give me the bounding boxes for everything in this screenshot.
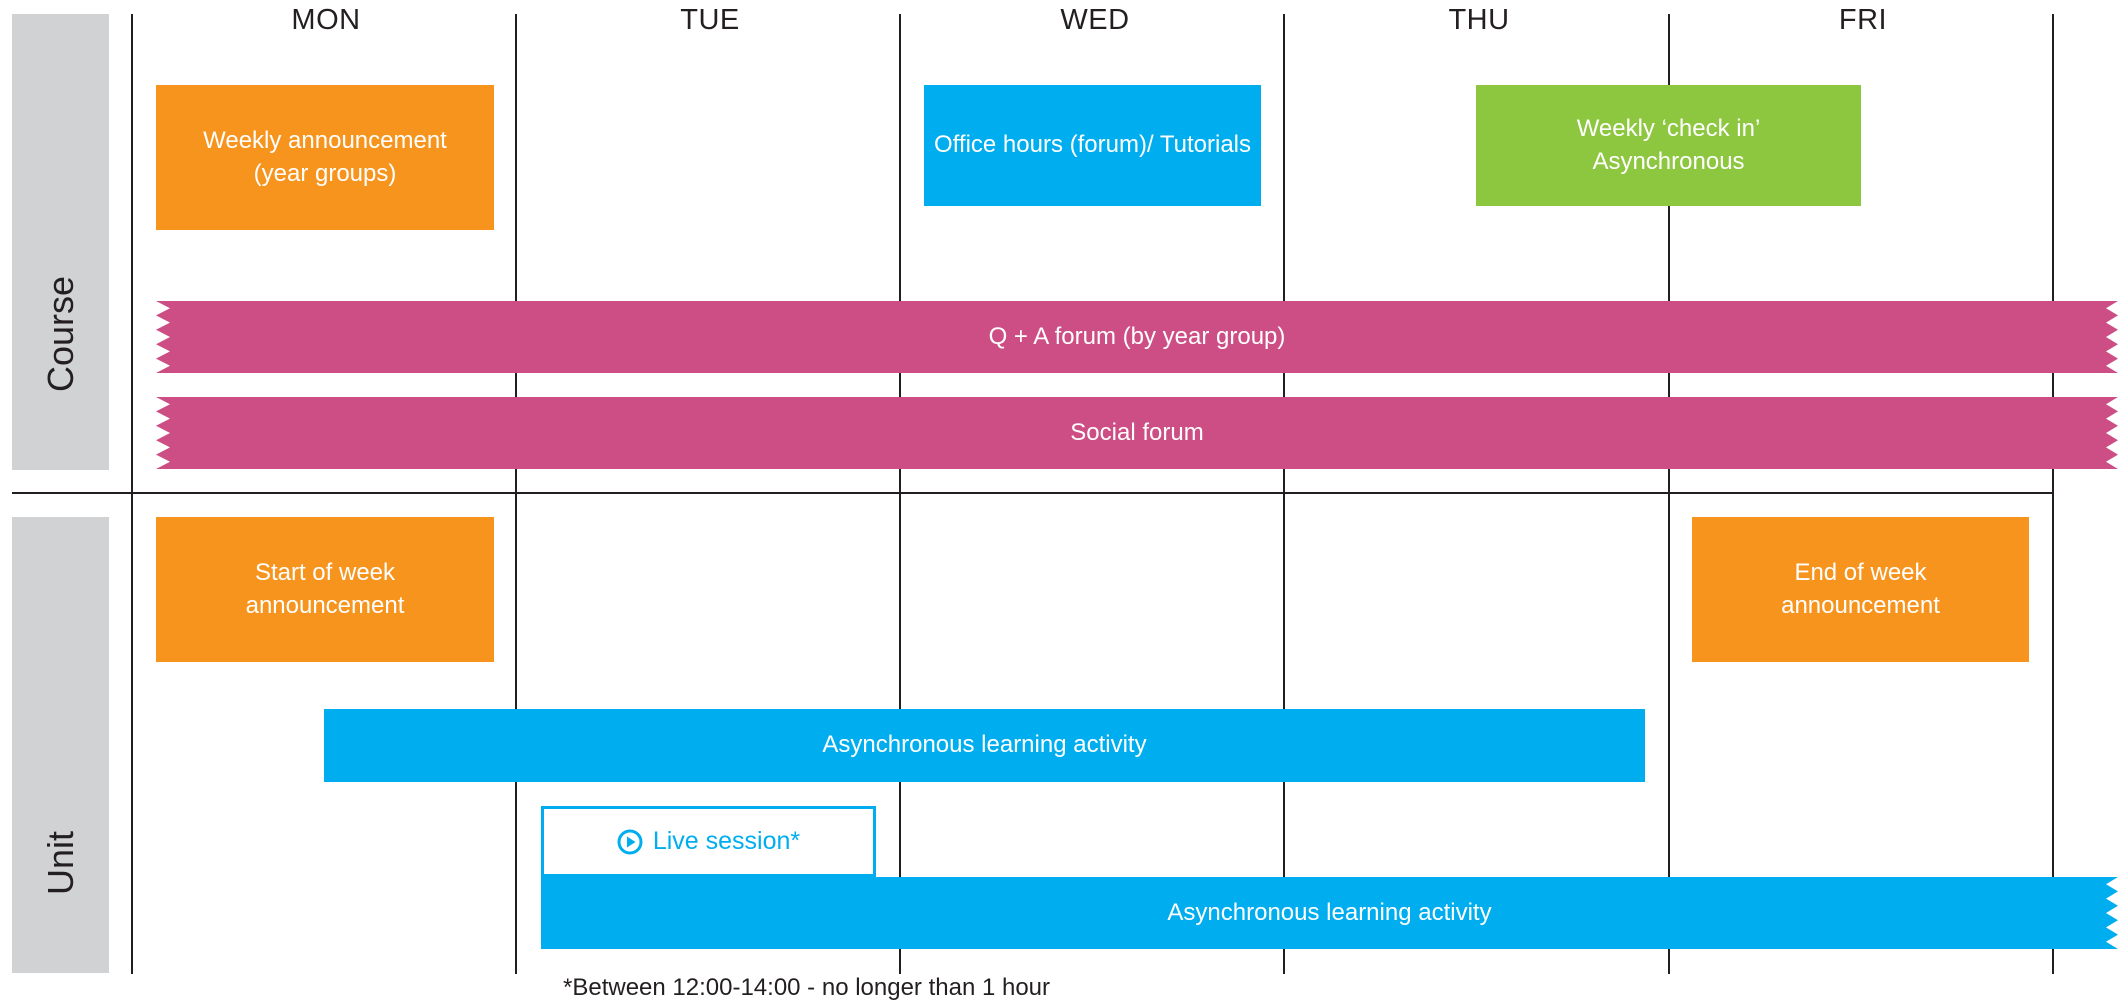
day-header-thu: THU	[1448, 4, 1510, 36]
office-hours-block: Office hours (forum)/ Tutorials	[924, 85, 1261, 206]
unit-section-label: Unit	[12, 517, 109, 973]
day-header-mon: MON	[291, 4, 361, 36]
grid-line-fri-end	[2052, 14, 2054, 974]
course-label-text: Course	[39, 275, 81, 392]
grid-line-thu-start	[1283, 14, 1285, 974]
day-header-fri: FRI	[1838, 4, 1888, 36]
section-divider	[12, 492, 2054, 494]
grid-line-tue-start	[515, 14, 517, 974]
grid-line-fri-start	[1668, 14, 1670, 974]
weekly-announcement-block: Weekly announcement (year groups)	[156, 85, 494, 230]
unit-label-text: Unit	[39, 830, 81, 895]
grid-line-wed-start	[899, 14, 901, 974]
day-header-tue: TUE	[680, 4, 740, 36]
end-of-week-block: End of week announcement	[1692, 517, 2029, 662]
grid-line-mon-start	[131, 14, 133, 974]
social-forum-band: Social forum	[156, 397, 2118, 469]
course-section-label: Course	[12, 14, 109, 470]
day-header-wed: WED	[1060, 4, 1130, 36]
live-session-label: Live session*	[652, 827, 801, 855]
live-session-box: Live session*	[541, 806, 876, 877]
qa-forum-band: Q + A forum (by year group)	[156, 301, 2118, 373]
async-activity-band-1: Asynchronous learning activity	[324, 709, 1645, 782]
start-of-week-block: Start of week announcement	[156, 517, 494, 662]
async-activity-band-2: Asynchronous learning activity	[541, 877, 2118, 949]
play-circle-icon	[617, 829, 643, 854]
live-session-footnote: *Between 12:00-14:00 - no longer than 1 …	[563, 974, 1051, 1001]
weekly-check-in-block: Weekly ‘check in’ Asynchronous	[1476, 85, 1861, 206]
